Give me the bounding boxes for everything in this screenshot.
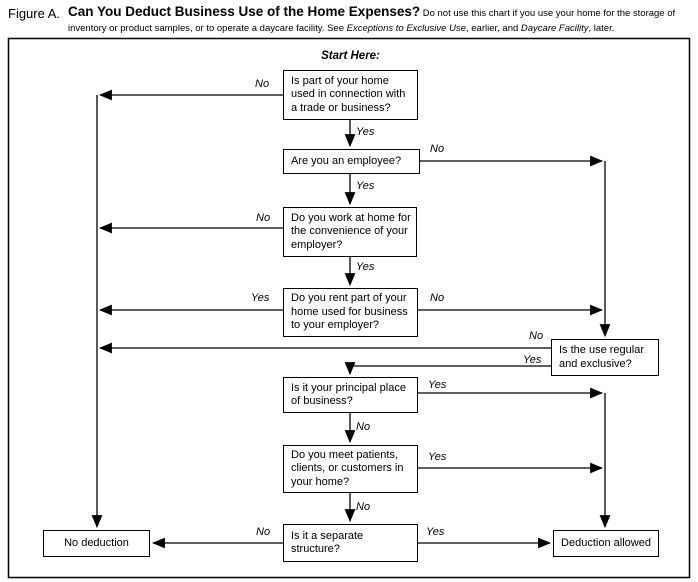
node-employee: Are you an employee?: [283, 149, 420, 174]
edge-label-yes-employee: Yes: [356, 180, 375, 192]
note-text-1: Do not use this chart if you use your ho…: [68, 8, 676, 34]
edge-label-yes-regular: Yes: [523, 354, 542, 366]
node-principal-place-text: Is it your principal place of business?: [291, 381, 406, 408]
edge-label-no-principal: No: [356, 421, 371, 433]
node-deduction-allowed-text: Deduction allowed: [561, 536, 651, 549]
note-italic-exceptions: Exceptions to Exclusive Use: [346, 23, 466, 34]
node-separate-structure-text: Is it a separate structure?: [291, 529, 364, 556]
edge-label-no-patients: No: [356, 501, 371, 513]
node-trade-business: Is part of your home used in connection …: [283, 70, 418, 120]
node-patients: Do you meet patients, clients, or custom…: [283, 445, 418, 493]
edge-label-no-trade: No: [255, 78, 270, 90]
header-text: Can You Deduct Business Use of the Home …: [68, 5, 692, 35]
edge-label-yes-rent: Yes: [251, 292, 270, 304]
node-deduction-allowed: Deduction allowed: [553, 530, 659, 557]
edge-label-yes-trade: Yes: [356, 126, 375, 138]
edge-label-no-regular: No: [529, 330, 544, 342]
node-no-deduction-text: No deduction: [64, 536, 129, 549]
edge-label-yes-convenience: Yes: [356, 261, 375, 273]
node-principal-place: Is it your principal place of business?: [283, 377, 418, 413]
node-regular-exclusive-text: Is the use regular and exclusive?: [559, 344, 644, 370]
node-patients-text: Do you meet patients, clients, or custom…: [291, 448, 404, 488]
note-text-3: , later.: [588, 23, 615, 34]
edge-label-yes-separate: Yes: [426, 526, 445, 538]
node-convenience: Do you work at home for the convenience …: [283, 207, 417, 257]
node-trade-business-text: Is part of your home used in connection …: [291, 74, 406, 114]
start-here-label: Start Here:: [321, 50, 380, 62]
figure-title: Can You Deduct Business Use of the Home …: [68, 4, 421, 19]
edge-label-no-employee: No: [430, 143, 445, 155]
note-italic-daycare: Daycare Facility: [520, 23, 589, 34]
edge-label-yes-principal: Yes: [428, 379, 447, 391]
node-rent: Do you rent part of your home used for b…: [283, 288, 418, 337]
edge-label-no-convenience: No: [256, 212, 271, 224]
edge-label-no-separate: No: [256, 526, 271, 538]
note-text-2: , earlier, and: [465, 23, 521, 34]
node-no-deduction: No deduction: [43, 530, 150, 557]
node-regular-exclusive: Is the use regular and exclusive?: [551, 339, 659, 376]
edge-label-yes-patients: Yes: [428, 451, 447, 463]
node-employee-text: Are you an employee?: [291, 154, 402, 167]
node-separate-structure: Is it a separate structure?: [283, 524, 418, 562]
node-rent-text: Do you rent part of your home used for b…: [291, 292, 408, 332]
edge-label-no-rent: No: [430, 292, 445, 304]
node-convenience-text: Do you work at home for the convenience …: [291, 211, 411, 251]
figure-label: Figure A.: [8, 6, 61, 21]
